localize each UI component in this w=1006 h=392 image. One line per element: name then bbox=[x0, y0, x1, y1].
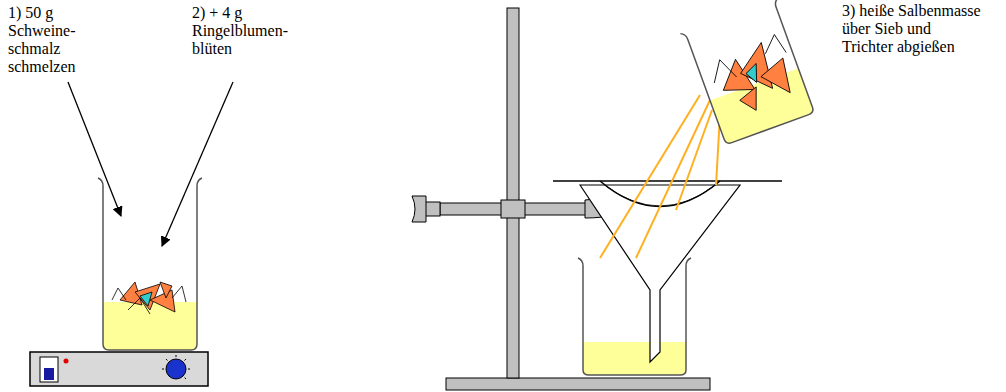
step-label: 3) heiße Salbenmasse über Sieb und Trich… bbox=[842, 2, 983, 56]
sieve bbox=[553, 181, 782, 207]
ointment-stream bbox=[600, 95, 720, 258]
step-label: 2) + 4 g Ringelblumen- blüten bbox=[192, 4, 298, 58]
leader-arrow bbox=[68, 82, 121, 216]
leader-arrow bbox=[162, 82, 233, 246]
collecting-beaker bbox=[578, 258, 691, 375]
melting-beaker bbox=[98, 178, 202, 350]
step-label: 1) 50 g Schweine- schmalz schmelzen bbox=[8, 4, 108, 76]
funnel bbox=[580, 185, 740, 362]
hot-plate bbox=[30, 352, 208, 386]
pouring-beaker bbox=[680, 0, 819, 146]
